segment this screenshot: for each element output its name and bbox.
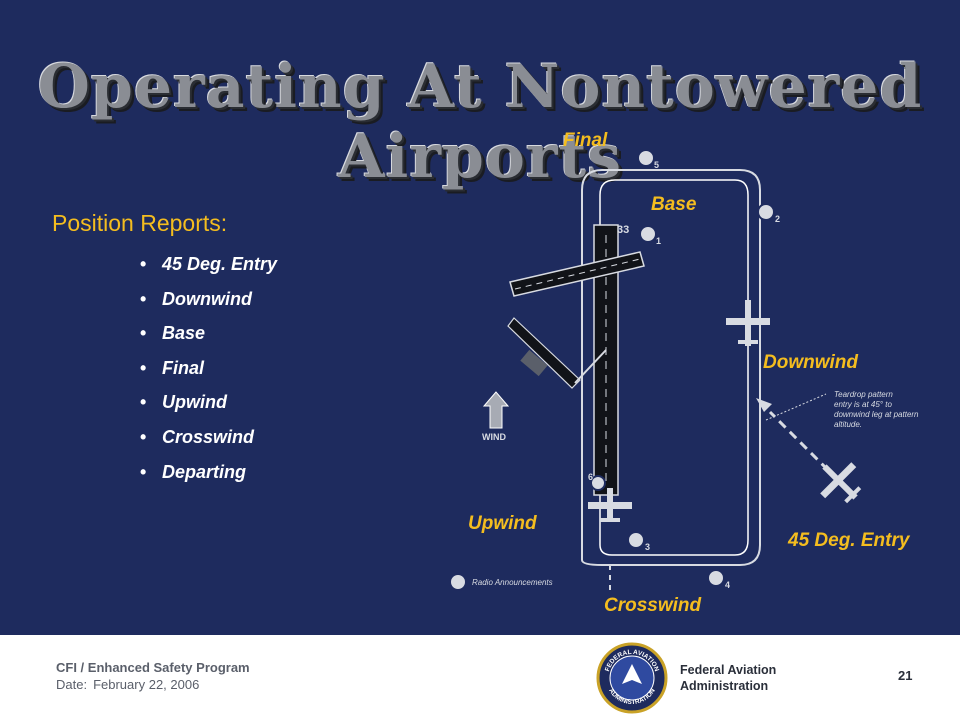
wind-arrow-icon xyxy=(482,391,510,429)
runway-number: 33 xyxy=(617,224,629,236)
agency-line-2: Administration xyxy=(680,679,769,693)
list-item: Downwind xyxy=(140,285,277,320)
pattern-track-inner xyxy=(599,179,749,556)
note-pointer xyxy=(765,393,827,421)
slide-title: Operating At Nontowered Airports xyxy=(37,52,923,192)
upwind-aircraft-icon xyxy=(588,488,632,522)
list-item: Upwind xyxy=(140,388,277,423)
agency-name: Federal Aviation Administration xyxy=(680,662,776,694)
note-text: Teardrop pattern entry is at 45° to down… xyxy=(834,390,921,429)
slide-area: Operating At Nontowered Airports Positio… xyxy=(0,0,960,633)
radio-callout-4: 4 xyxy=(707,569,730,590)
taxiway xyxy=(507,317,581,389)
date-value: February 22, 2006 xyxy=(93,677,200,692)
list-item: Crosswind xyxy=(140,423,277,458)
apron xyxy=(520,349,548,377)
taxiway-link xyxy=(574,349,607,384)
entry-arrowhead xyxy=(756,398,772,412)
svg-text:6: 6 xyxy=(588,472,593,482)
crossing-runway xyxy=(509,251,645,297)
list-item: Departing xyxy=(140,458,277,493)
entry-label: 45 Deg. Entry xyxy=(788,530,910,551)
program-name: CFI / Enhanced Safety Program xyxy=(56,660,250,675)
radio-callout-6: 6 xyxy=(588,472,606,491)
footer-divider xyxy=(0,633,960,635)
page-number: 21 xyxy=(898,668,913,683)
downwind-aircraft-icon xyxy=(726,300,770,346)
entry-path xyxy=(768,410,830,472)
final-label: Final xyxy=(563,130,608,151)
date-label: Date: xyxy=(56,677,88,692)
svg-text:3: 3 xyxy=(645,542,650,552)
svg-text:2: 2 xyxy=(775,214,780,224)
radio-callout-2: 2 xyxy=(757,203,780,224)
list-item: Base xyxy=(140,319,277,354)
downwind-label: Downwind xyxy=(763,352,858,373)
position-reports-heading: Position Reports: xyxy=(52,210,228,236)
crosswind-label: Crosswind xyxy=(604,595,702,616)
svg-text:1: 1 xyxy=(656,236,661,246)
radio-legend-icon xyxy=(449,573,467,591)
entry-aircraft-icon xyxy=(820,462,862,504)
radio-callout-3: 3 xyxy=(627,531,650,552)
radio-callout-5: 5 xyxy=(637,150,659,170)
list-item: 45 Deg. Entry xyxy=(140,250,277,285)
wind-label: WIND xyxy=(482,432,506,442)
list-item: Final xyxy=(140,354,277,389)
base-label: Base xyxy=(651,194,697,215)
svg-text:5: 5 xyxy=(654,160,659,170)
radio-legend-text: Radio Announcements xyxy=(472,578,553,587)
traffic-pattern-diagram: 33 WIND xyxy=(449,150,921,595)
upwind-label: Upwind xyxy=(468,513,537,534)
pattern-track-outer xyxy=(581,169,761,566)
date-row: Date: February 22, 2006 xyxy=(56,677,205,692)
svg-text:4: 4 xyxy=(725,580,730,590)
slide-footer xyxy=(0,633,960,720)
radio-callout-1: 1 xyxy=(639,225,661,246)
position-reports-list: 45 Deg. Entry Downwind Base Final Upwind… xyxy=(140,250,277,492)
faa-seal-icon: FEDERAL AVIATION ADMINISTRATION xyxy=(596,642,668,714)
agency-line-1: Federal Aviation xyxy=(680,663,777,677)
